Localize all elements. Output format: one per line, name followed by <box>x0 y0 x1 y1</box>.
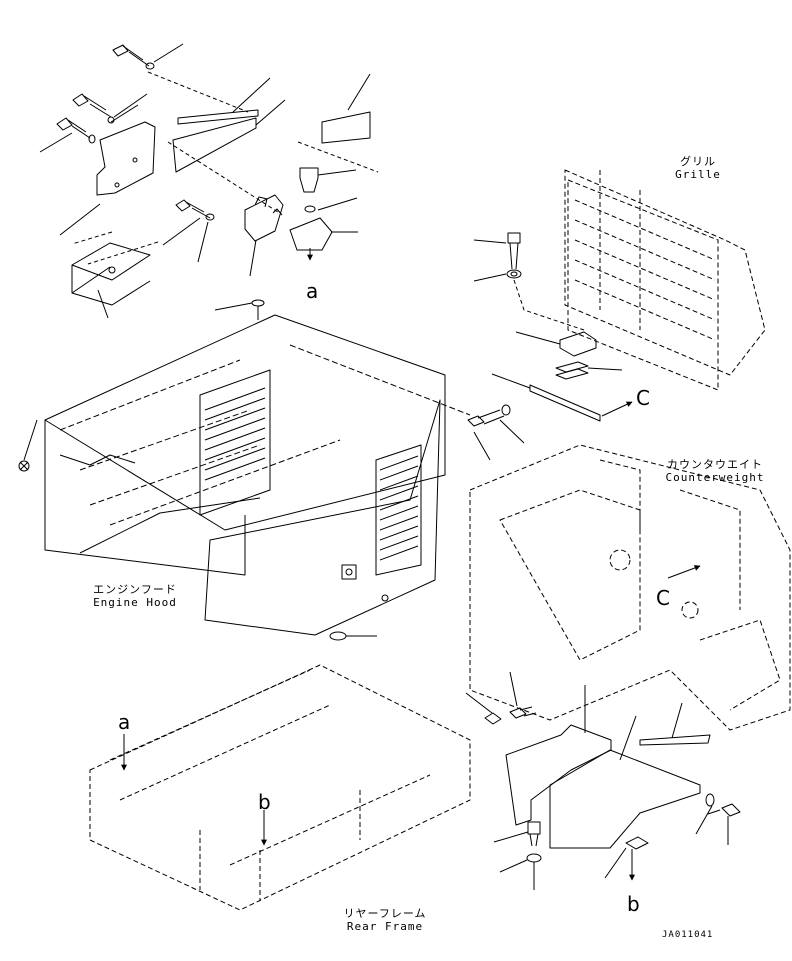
rubber-block <box>71 242 151 306</box>
bracket-plate <box>96 121 156 196</box>
callout-c-top: C <box>636 386 650 410</box>
counterweight-label: カウンタウエイト Counterweight <box>650 458 780 484</box>
side-plate-right <box>549 749 701 849</box>
grille-label-en: Grille <box>675 168 721 181</box>
rear-frame-label-en: Rear Frame <box>346 920 424 933</box>
counterweight-label-en: Counterweight <box>665 471 765 484</box>
engine-hood-label-jp: エンジンフード <box>93 583 177 596</box>
latch-bar <box>529 384 601 422</box>
callout-b-right: b <box>627 892 640 916</box>
bolt-top <box>112 43 184 70</box>
rear-frame-label-jp: リヤーフレーム <box>343 907 427 920</box>
side-plate-left <box>505 724 612 826</box>
triangle-plate <box>172 117 257 173</box>
rear-frame <box>89 664 471 911</box>
engine-hood-label: エンジンフード Engine Hood <box>80 583 190 609</box>
top-left-bracket-group <box>39 43 379 319</box>
grille-assembly <box>564 169 766 391</box>
engine-hood-assembly <box>18 299 471 641</box>
bolt-center <box>162 199 215 263</box>
grille-hardware <box>467 232 633 461</box>
callout-b-left: b <box>258 790 271 814</box>
rear-frame-label: リヤーフレーム Rear Frame <box>330 907 440 933</box>
bolt-low <box>39 117 96 153</box>
hinge-bracket-right <box>289 217 333 251</box>
callout-a-bottom: a <box>118 710 131 734</box>
hinge-bracket-left <box>244 194 284 242</box>
seal-strip <box>177 109 259 125</box>
pad <box>321 111 371 144</box>
grille-label: グリル Grille <box>658 155 738 181</box>
counterweight-label-jp: カウンタウエイト <box>667 458 763 471</box>
bottom-right-hardware <box>465 671 741 890</box>
drawing-code: JA011041 <box>662 930 714 940</box>
callout-a-top: a <box>306 279 319 303</box>
counterweight-assembly <box>469 444 791 731</box>
callout-c-right: C <box>656 586 670 610</box>
grille-label-jp: グリル <box>680 155 716 168</box>
bolt-mid <box>72 93 148 124</box>
latch-plate <box>559 331 597 357</box>
seal-strip-long <box>639 734 711 746</box>
engine-hood-label-en: Engine Hood <box>93 596 177 609</box>
